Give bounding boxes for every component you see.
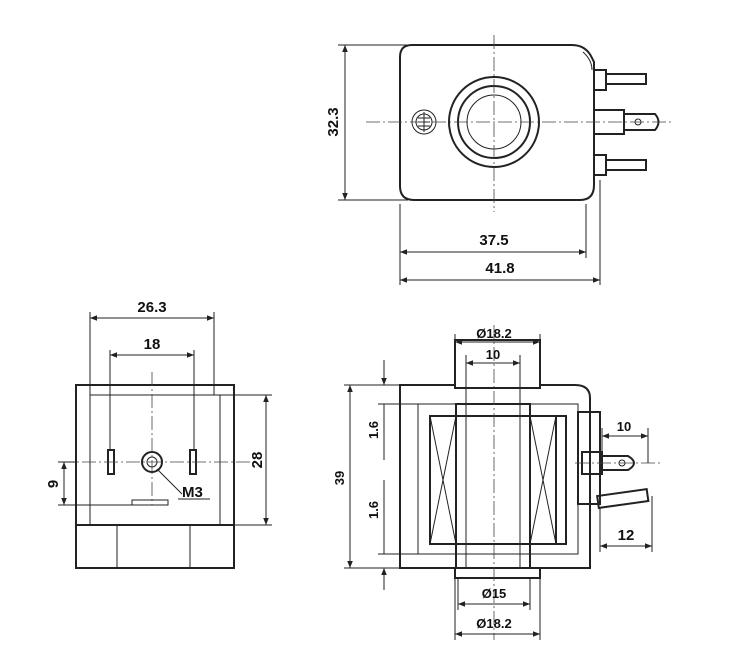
dim-front-offset: 9 [45,480,62,488]
dim-top-height: 32.3 [325,107,342,136]
dim-top-inner: 10 [486,347,500,362]
top-view: 32.3 37.5 41.8 [325,35,672,285]
dim-top-outer-dia: Ø18.2 [476,326,511,341]
front-view: M3 26.3 18 28 9 [45,299,272,569]
section-housing [399,384,591,569]
dim-section-height: 39 [332,471,347,485]
dim-terminal-width: 10 [617,419,631,434]
dim-top-inner-width: 37.5 [479,232,508,249]
front-view-body [75,384,235,569]
screw-label: M3 [182,484,203,501]
dim-top-outer-width: 41.8 [485,260,514,277]
section-terminal-block [577,411,601,505]
top-view-terminals [593,69,660,176]
top-view-body [399,44,595,201]
dim-pin-spacing: 18 [144,336,161,353]
dim-front-width: 26.3 [137,299,166,316]
dim-bottom-outer-dia: Ø18.2 [476,616,511,631]
section-view: Ø18.2 10 39 1.6 1.6 10 12 [332,325,660,640]
dim-terminal-length: 12 [618,527,635,544]
dim-wall-top: 1.6 [366,421,381,439]
dim-bottom-inner-dia: Ø15 [482,586,507,601]
dim-wall-bottom: 1.6 [366,501,381,519]
dim-front-height: 28 [249,452,266,469]
